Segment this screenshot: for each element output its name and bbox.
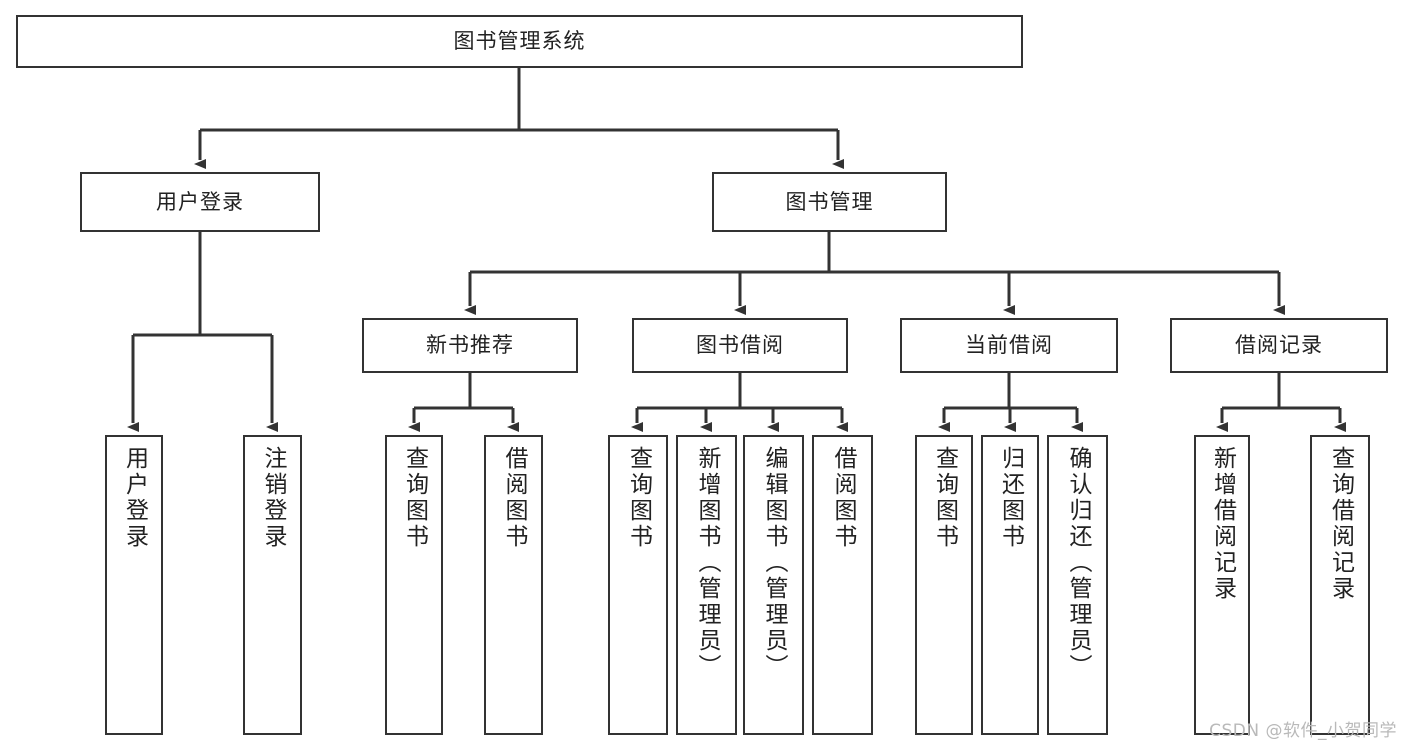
- node-leaf-borrow-book-2-label: 借阅图书: [830, 446, 856, 550]
- node-new-book-rec[interactable]: 新书推荐: [362, 318, 578, 373]
- node-leaf-add-book[interactable]: 新增图书（管理员）: [676, 435, 737, 735]
- node-leaf-borrow-book-1-label: 借阅图书: [501, 446, 527, 550]
- node-current-borrow[interactable]: 当前借阅: [900, 318, 1118, 373]
- node-leaf-user-logout[interactable]: 注销登录: [243, 435, 302, 735]
- node-leaf-return-book[interactable]: 归还图书: [981, 435, 1039, 735]
- node-user-login[interactable]: 用户登录: [80, 172, 320, 232]
- node-borrow-record[interactable]: 借阅记录: [1170, 318, 1388, 373]
- node-leaf-add-record-label: 新增借阅记录: [1209, 446, 1236, 602]
- node-leaf-user-logout-label: 注销登录: [260, 446, 286, 550]
- node-leaf-user-login-label: 用户登录: [121, 446, 148, 550]
- node-leaf-confirm-return[interactable]: 确认归还（管理员）: [1047, 435, 1108, 735]
- node-current-borrow-label: 当前借阅: [965, 333, 1053, 358]
- node-root[interactable]: 图书管理系统: [16, 15, 1023, 68]
- node-book-manage[interactable]: 图书管理: [712, 172, 947, 232]
- node-leaf-borrow-book-1[interactable]: 借阅图书: [484, 435, 543, 735]
- node-leaf-edit-book-label: 编辑图书（管理员）: [761, 446, 787, 680]
- node-leaf-edit-book[interactable]: 编辑图书（管理员）: [743, 435, 804, 735]
- node-user-login-label: 用户登录: [156, 189, 244, 214]
- node-leaf-add-book-label: 新增图书（管理员）: [694, 446, 720, 680]
- edges-root: [127, 68, 1346, 432]
- node-book-borrow-label: 图书借阅: [696, 333, 784, 358]
- node-root-label: 图书管理系统: [453, 29, 586, 54]
- node-leaf-query-book-1-label: 查询图书: [401, 446, 428, 550]
- node-leaf-borrow-book-2[interactable]: 借阅图书: [812, 435, 873, 735]
- node-leaf-query-record[interactable]: 查询借阅记录: [1310, 435, 1370, 735]
- node-new-book-rec-label: 新书推荐: [426, 333, 514, 358]
- node-leaf-query-book-2-label: 查询图书: [625, 446, 652, 550]
- node-leaf-add-record[interactable]: 新增借阅记录: [1194, 435, 1250, 735]
- node-borrow-record-label: 借阅记录: [1235, 333, 1323, 358]
- node-book-manage-label: 图书管理: [785, 189, 874, 214]
- node-book-borrow[interactable]: 图书借阅: [632, 318, 848, 373]
- node-leaf-query-book-1[interactable]: 查询图书: [385, 435, 443, 735]
- node-leaf-confirm-return-label: 确认归还（管理员）: [1065, 446, 1091, 680]
- node-leaf-user-login[interactable]: 用户登录: [105, 435, 163, 735]
- node-leaf-query-record-label: 查询借阅记录: [1327, 446, 1354, 602]
- node-leaf-query-book-3[interactable]: 查询图书: [915, 435, 973, 735]
- node-leaf-return-book-label: 归还图书: [997, 446, 1024, 550]
- node-leaf-query-book-2[interactable]: 查询图书: [608, 435, 668, 735]
- node-leaf-query-book-3-label: 查询图书: [931, 446, 958, 550]
